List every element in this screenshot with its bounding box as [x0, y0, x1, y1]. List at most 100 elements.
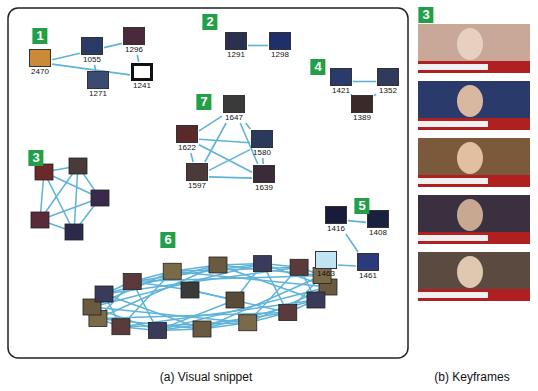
thumbnail [91, 190, 109, 206]
thumbnail [377, 68, 399, 86]
thumbnail [95, 286, 113, 302]
caption: (a) Visual snippet [160, 370, 253, 384]
thumbnail-node: 1352 [377, 68, 399, 95]
thumbnail [357, 253, 379, 271]
callout-number: 4 [310, 59, 325, 75]
similarity-link [338, 264, 356, 266]
similarity-link [246, 123, 251, 129]
thumbnail [351, 95, 373, 113]
thumbnail [193, 321, 211, 337]
snippet-frame [8, 8, 408, 358]
face [457, 28, 483, 60]
frame-number: 1296 [125, 45, 143, 54]
thumbnail [253, 165, 275, 183]
thumbnail [163, 263, 181, 279]
frame-number: 1421 [332, 86, 350, 95]
keyframe-image [418, 81, 530, 130]
keyframe [418, 252, 530, 301]
thumbnail [290, 259, 308, 275]
thumbnail-node: 1416 [325, 206, 347, 233]
frame-number: 1352 [379, 86, 397, 95]
similarity-link [248, 45, 268, 47]
similarity-link [199, 139, 250, 142]
ticker-band [418, 121, 488, 127]
thumbnail [123, 273, 141, 289]
frame-number: 1241 [133, 81, 151, 90]
thumbnail [65, 224, 83, 240]
keyframe [418, 138, 530, 187]
similarity-link [104, 43, 122, 47]
ticker-band [418, 64, 488, 70]
thumbnail-node: 1241 [131, 63, 153, 90]
frame-number: 1408 [369, 228, 387, 237]
similarity-link [353, 81, 376, 83]
thumbnail [181, 282, 199, 298]
thumbnail-node: 1580 [251, 130, 273, 157]
thumbnail [31, 212, 49, 228]
callout-number: 7 [196, 94, 211, 110]
frame-number: 1291 [227, 50, 245, 59]
thumbnail [223, 95, 245, 113]
cluster-edge [202, 276, 322, 329]
ticker-bar [418, 175, 530, 187]
frame-number: 1622 [178, 143, 196, 152]
frame-number: 1389 [353, 113, 371, 122]
similarity-link [199, 116, 222, 131]
keyframe [418, 195, 530, 244]
ticker-band [418, 178, 488, 184]
keyframe [418, 24, 530, 73]
similarity-link [374, 94, 376, 96]
callout-number: 1 [32, 28, 47, 44]
thumbnail-node: 1647 [223, 95, 245, 122]
thumbnail [307, 292, 325, 308]
frame-number: 1597 [188, 181, 206, 190]
face [457, 199, 483, 231]
callout-number: 3 [418, 7, 433, 23]
thumbnail-node: 1421 [330, 68, 352, 95]
keyframe-image [418, 138, 530, 187]
thumbnail-node: 1271 [87, 71, 109, 98]
thumbnail-node: 1296 [123, 27, 145, 54]
thumbnail [112, 319, 130, 335]
similarity-link [52, 53, 80, 59]
frame-number: 1461 [359, 271, 377, 280]
thumbnail [131, 63, 153, 81]
frame-number: 2470 [31, 67, 49, 76]
cluster-edge [92, 264, 263, 307]
similarity-link [137, 55, 139, 62]
similarity-link [348, 221, 366, 223]
ticker-bar [418, 61, 530, 73]
similarity-link [205, 123, 226, 162]
keyframe-image [418, 252, 530, 301]
frame-number: 1463 [317, 269, 335, 278]
thumbnail [29, 49, 51, 67]
thumbnail [279, 305, 297, 321]
ticker-band [418, 235, 488, 241]
face [457, 256, 483, 288]
frame-number: 1580 [253, 148, 271, 157]
thumbnail [325, 206, 347, 224]
thumbnail [209, 257, 227, 273]
callout-number: 2 [202, 14, 217, 30]
thumbnail [254, 256, 272, 272]
callout-number: 3 [28, 150, 43, 166]
keyframes [418, 24, 530, 301]
thumbnail-clusters [31, 158, 337, 338]
thumbnail-node: 1291 [225, 32, 247, 59]
thumbnail-node: 1639 [253, 165, 275, 192]
ticker-bar [418, 289, 530, 301]
frame-number: 1647 [225, 113, 243, 122]
ticker-bar [418, 232, 530, 244]
thumbnail [226, 292, 244, 308]
similarity-link [209, 177, 252, 178]
face [457, 142, 483, 174]
thumbnail-node: 1463 [315, 251, 337, 278]
ticker-band [418, 292, 488, 298]
face [457, 85, 483, 117]
ticker-bar [418, 118, 530, 130]
thumbnail-node: 1622 [176, 125, 198, 152]
thumbnail [87, 71, 109, 89]
thumbnail [315, 251, 337, 269]
thumbnail [186, 163, 208, 181]
cluster-edge [74, 166, 78, 232]
